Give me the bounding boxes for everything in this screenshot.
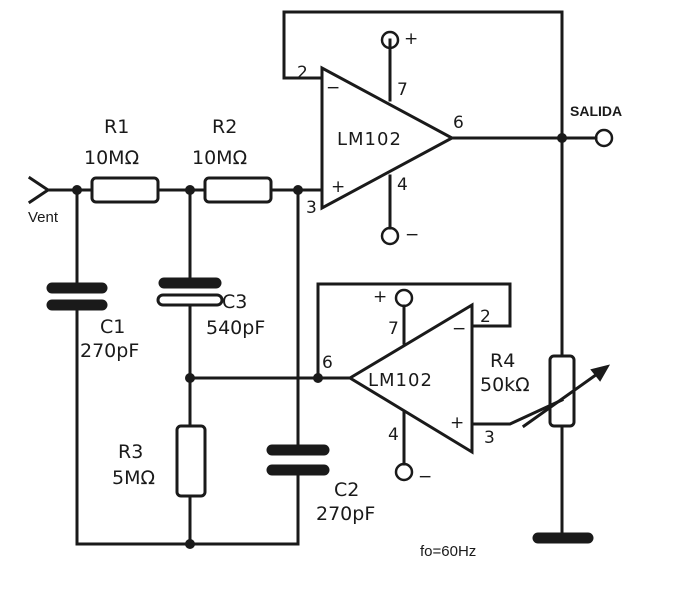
c3-name: C3 (222, 291, 247, 313)
u2-inv-sign: − (452, 319, 466, 339)
u2-feedback-wire (316, 282, 512, 380)
u2-supply-minus: − (418, 467, 432, 487)
capacitor-c1 (46, 282, 108, 311)
u1-inv-sign: − (326, 78, 340, 98)
u2-pin-noninv: 3 (484, 428, 495, 448)
input-terminal (27, 175, 94, 205)
potentiometer-r4 (521, 354, 611, 429)
u2-supply-plus: + (373, 287, 387, 307)
u2-pin-vplus: 7 (388, 319, 399, 339)
r3-name: R3 (118, 441, 143, 463)
input-label: Vent (28, 209, 59, 226)
output-terminal (594, 128, 614, 148)
u1-pin-vplus: 7 (397, 80, 408, 100)
r4-name: R4 (490, 350, 515, 372)
c1-name: C1 (100, 316, 125, 338)
r4-value: 50kΩ (480, 374, 530, 396)
u1-feedback-wire (282, 10, 564, 140)
output-label: SALIDA (570, 103, 622, 119)
resistor-r2 (203, 176, 273, 204)
capacitor-c2 (266, 444, 330, 476)
u2-pin-out: 6 (322, 353, 333, 373)
u2-pin-inv: 2 (480, 307, 491, 327)
resistor-r1 (90, 176, 160, 204)
u1-pin-inv: 2 (297, 63, 308, 83)
opamp-u2 (347, 288, 474, 482)
r4-wiper-wire (470, 398, 564, 426)
u1-supply-plus: + (404, 29, 418, 49)
u2-part: LM102 (368, 370, 433, 391)
u1-pin-vminus: 4 (397, 175, 408, 195)
c2-value: 270pF (316, 503, 375, 525)
u1-supply-minus: − (405, 225, 419, 245)
u1-part: LM102 (337, 129, 402, 150)
r3-value: 5MΩ (112, 467, 155, 489)
r2-value: 10MΩ (192, 147, 247, 169)
u1-pin-out: 6 (453, 113, 464, 133)
u2-noninv-sign: + (450, 413, 464, 433)
r1-value: 10MΩ (84, 147, 139, 169)
r2-name: R2 (212, 116, 237, 138)
junction-dots (72, 133, 567, 549)
opamp-u1 (320, 30, 456, 246)
resistor-r3 (175, 424, 207, 498)
c2-name: C2 (334, 479, 359, 501)
u2-pin-vminus: 4 (388, 425, 399, 445)
capacitor-c3 (156, 277, 224, 307)
u1-noninv-sign: + (331, 177, 345, 197)
r1-name: R1 (104, 116, 129, 138)
c1-value: 270pF (80, 340, 139, 362)
u1-pin-noninv: 3 (306, 198, 317, 218)
frequency-note: fo=60Hz (420, 543, 476, 560)
c3-value: 540pF (206, 317, 265, 339)
